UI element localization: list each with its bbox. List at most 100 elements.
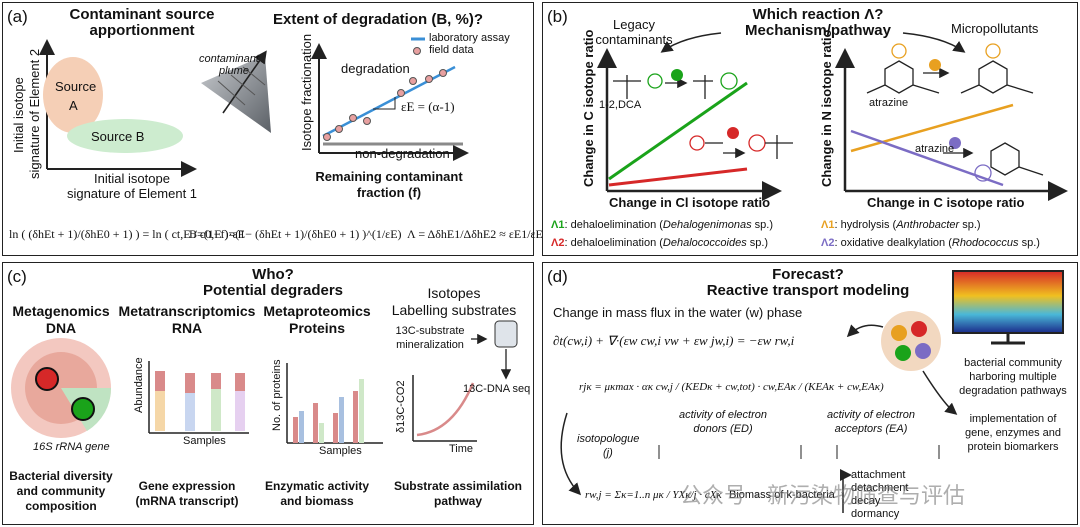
model-graphics (560, 270, 1064, 513)
plume-label: contaminant (199, 53, 259, 65)
col1-title-b: DNA (45, 320, 77, 336)
legend-left-1: Λ1: dehaloelimination (Dehalogenimonas s… (551, 219, 773, 231)
isotopologue-label-2: (j) (603, 447, 613, 459)
legend-left-1-org: Dehalogenimonas (662, 219, 752, 231)
legend-field: field data (429, 44, 474, 56)
bacteria-label-3: degradation pathways (959, 385, 1067, 397)
x-axis-right: Remaining contaminant (315, 169, 463, 184)
rate-equation: rjκ = μκmax · ακ cw,j / (KEDκ + cw,tot) … (579, 381, 884, 393)
sum-equation: rw,j = Σκ=1..n μκ / YXκ/j · cXκ (585, 489, 722, 501)
lambda1-line-left (608, 81, 748, 181)
x-axis-left-2: signature of Element 1 (66, 186, 198, 201)
col2-title-b: RNA (171, 320, 203, 336)
legacy-label: Legacy (613, 17, 655, 32)
foot1-a: Bacterial diversity (9, 469, 113, 483)
panel-d: (d) Forecast? Reactive transport modelin… (542, 262, 1078, 525)
dco2-label: δ13C-CO2 (395, 380, 407, 433)
legend-right-2-end: sp.) (1018, 237, 1040, 249)
source-b-label: Source B (91, 129, 145, 144)
bacteria-label-1: bacterial community (964, 357, 1062, 369)
panel-d-title-2: Reactive transport modeling (706, 282, 910, 299)
co2-curve (416, 382, 475, 437)
col3-title-b: Proteins (288, 320, 345, 336)
legend-left-2-end: sp.) (746, 237, 769, 249)
foot3-b: and biomass (280, 494, 354, 508)
x-axis-right-b: Change in C isotope ratio (867, 195, 1025, 210)
panel-a-label: (a) (7, 7, 28, 26)
micropollutants-label: Micropollutants (951, 21, 1039, 36)
y-axis-left: Initial isotope (11, 77, 26, 153)
equation-3: Λ = ΔδhE1/ΔδhE2 ≈ εE1/εE2 (407, 227, 549, 241)
lambda2-line-right (850, 129, 1004, 187)
isotopologue-label: isotopologue (577, 433, 640, 445)
legend-left-1-end: sp.) (751, 219, 773, 231)
implementation-label-2: gene, enzymes and (964, 427, 1061, 439)
panel-c-label: (c) (7, 267, 27, 286)
col4-title-a: Isotopes (427, 285, 481, 301)
lambda1-line-right (850, 103, 1014, 153)
legend-right-2-text: : oxidative dealkylation ( (834, 237, 952, 249)
panel-c-title-1: Who? (252, 266, 294, 283)
legend-left-2-text: : dehaloelimination ( (564, 237, 663, 249)
isotope-plots (597, 32, 1068, 201)
foot4-a: Substrate assimilation (393, 479, 523, 493)
col2-title-a: Metatranscriptomics (118, 303, 256, 319)
panel-d-label: (d) (547, 267, 568, 286)
bacteria-icons (671, 59, 961, 149)
x-axis-left: Initial isotope (94, 171, 170, 186)
legend-right-1-end: sp.) (959, 219, 981, 231)
legend-left-1-text: : dehaloelimination ( (564, 219, 663, 231)
nprot-label: No. of proteins (271, 359, 283, 431)
degradation-label: degradation (341, 61, 410, 76)
abundance-label: Abundance (133, 357, 145, 413)
foot2-a: Gene expression (138, 479, 236, 493)
source-a-label: Source (55, 79, 97, 94)
legend-right-2-org: Rhodococcus (951, 237, 1019, 249)
source-plot (39, 37, 469, 177)
community-circle (881, 311, 941, 371)
equation-1: ln ( (δhEt + 1)/(δhE0 + 1) ) = ln ( ct,E… (9, 227, 245, 241)
foot3-a: Enzymatic activity (264, 479, 370, 493)
col3-title-a: Metaproteomics (263, 303, 371, 319)
panel-a: (a) Contaminant source apportionment Ext… (2, 2, 549, 256)
panel-a-title-2: apportionment (89, 22, 195, 39)
legend-left-2: Λ2: dehaloelimination (Dehalococcoides s… (551, 237, 768, 249)
y-axis-left-b: Change in C isotope ratio (581, 29, 596, 187)
legend-left-2-org: Dehalococcoides (662, 237, 747, 249)
non-degradation-label: non-degradation (355, 146, 450, 161)
transport-equation: ∂t(cw,i) + ∇·(εw cw,i vw + εw jw,i) = −ε… (553, 333, 795, 348)
mass-flux-label: Change in mass flux in the water (w) pha… (553, 305, 803, 320)
foot1-c: composition (25, 499, 97, 513)
red-bacteria-icon (35, 367, 59, 391)
attachment-label: attachment (851, 469, 906, 481)
panel-a-title-1: Contaminant source (69, 6, 215, 23)
ed-label-2: donors (ED) (693, 423, 753, 435)
legend-right-1-tag: Λ1 (821, 219, 835, 231)
legacy-label-2: contaminants (595, 32, 673, 47)
cdna-label: 13C-DNA seq (463, 383, 531, 395)
col1-title-a: Metagenomics (12, 303, 110, 319)
plume-label-2: plume (219, 65, 249, 77)
samples-label-1: Samples (183, 435, 226, 447)
epsilon-equation: εE = (α-1) (401, 99, 455, 114)
biomass-label: Biomass of k-bacteria (729, 489, 835, 501)
col4-title-b: Labelling substrates (391, 302, 517, 318)
omics-graphics (11, 320, 518, 444)
samples-label-2: Samples (319, 445, 362, 457)
panel-b-title-2: Mechanism/pathway (745, 22, 891, 39)
legend-left-2-tag: Λ2 (551, 237, 565, 249)
legend-left-1-tag: Λ1 (551, 219, 565, 231)
x-axis-right-2: fraction (f) (356, 185, 422, 200)
foot2-b: (mRNA transcript) (135, 494, 239, 508)
field-data-points (323, 69, 447, 141)
x-axis-left-b: Change in Cl isotope ratio (609, 195, 771, 210)
abundance-bars (155, 371, 245, 431)
watermark: 公众号 · 新污染物筛查与评估 (680, 484, 965, 509)
legend-right-1-org: Anthrobacter (896, 219, 960, 231)
decay-label: decay (851, 495, 881, 507)
atrazine-label-2: atrazine (915, 143, 955, 155)
detachment-label: detachment (851, 482, 909, 494)
atrazine-label-1: atrazine (869, 97, 909, 109)
csub-label-2: mineralization (396, 339, 464, 351)
source-a-label-2: A (69, 98, 78, 113)
